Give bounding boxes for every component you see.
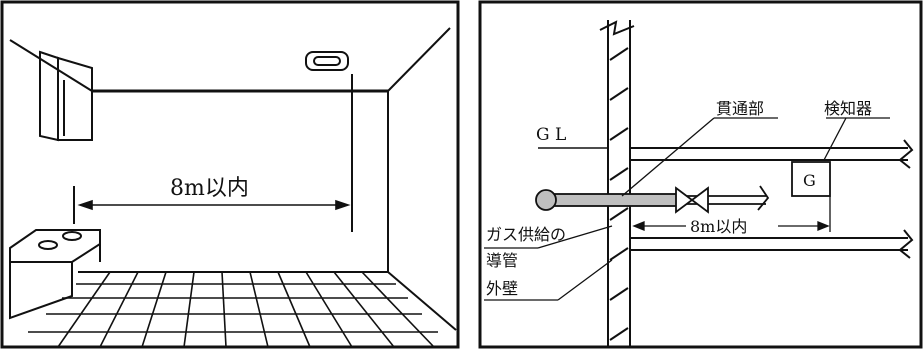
valve-icon	[675, 186, 709, 214]
distance-label: 8m以内	[690, 217, 747, 236]
detector-box	[791, 161, 831, 197]
floor-grid	[28, 271, 438, 348]
gas-pipe-label-line1: ガス供給の	[486, 225, 566, 244]
gas-pipe-leader	[484, 225, 613, 249]
room-boundaries	[630, 139, 914, 259]
section-frame	[478, 0, 923, 349]
outer-wall-label: 外壁	[486, 279, 518, 298]
gas-pipe	[535, 185, 770, 211]
distance-arrow	[632, 221, 830, 231]
gl-label: G L	[536, 125, 566, 145]
distance-label: 8m以内	[170, 176, 249, 201]
distance-label-bg	[686, 216, 778, 236]
penetration-leader	[621, 117, 778, 197]
detector-box-label: G	[803, 171, 816, 190]
outer-wall-leader	[484, 259, 613, 301]
wall-section-panel: G L 貫通部 G	[478, 0, 923, 349]
wall-cabinet	[39, 50, 93, 142]
ceiling-detector-icon	[305, 51, 353, 232]
outer-wall	[599, 20, 635, 347]
distance-arrow	[77, 199, 351, 211]
room-diagram-panel: 8m以内	[0, 0, 460, 349]
detector-leader	[823, 117, 890, 232]
detector-label: 検知器	[824, 99, 872, 118]
penetration-label: 貫通部	[716, 99, 764, 118]
wall-section-diagram: G L 貫通部 G	[478, 0, 923, 349]
gas-pipe-label-line2: 導管	[486, 251, 518, 270]
room-diagram: 8m以内	[0, 0, 460, 349]
room-frame	[0, 0, 460, 349]
kitchen-counter	[9, 186, 101, 320]
